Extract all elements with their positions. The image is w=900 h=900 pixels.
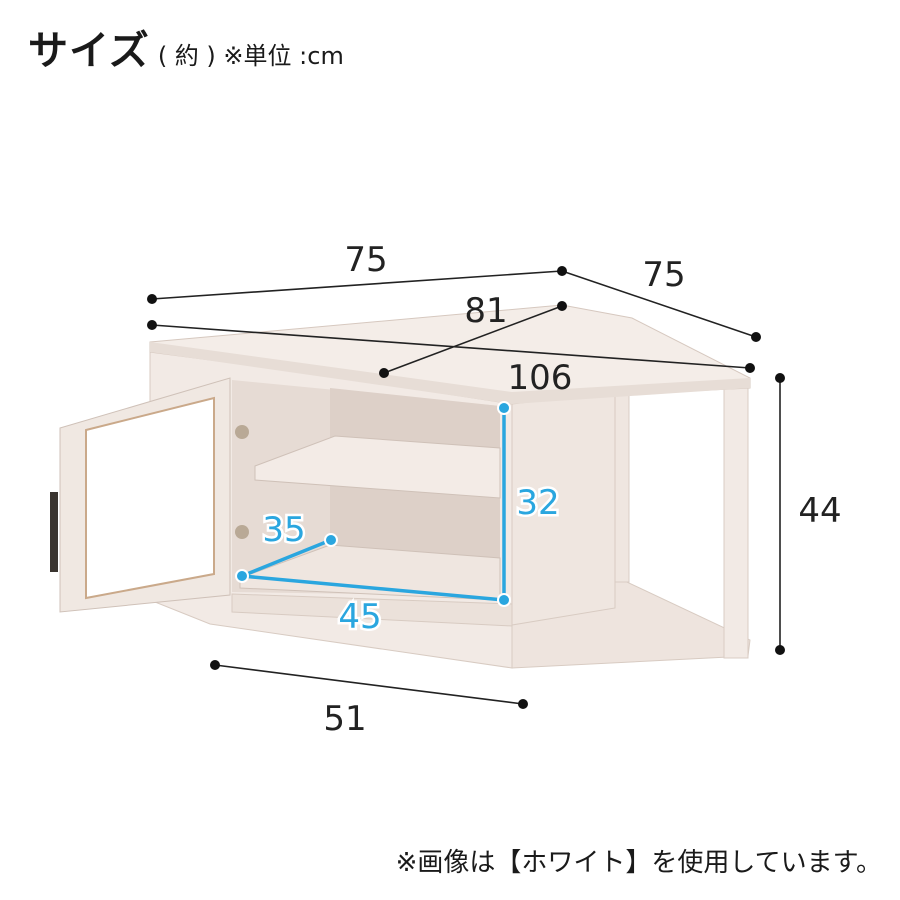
- dot: [751, 332, 761, 342]
- dot: [557, 301, 567, 311]
- dot: [557, 266, 567, 276]
- dim-line-top-width: [151, 270, 563, 300]
- image-note: ※画像は【ホワイト】を使用しています。: [395, 848, 882, 878]
- door-handle: [50, 492, 58, 572]
- dot: [147, 294, 157, 304]
- top-board-edge: [150, 342, 750, 404]
- middle-shelf: [254, 435, 501, 499]
- label-inner-width: 45: [338, 597, 381, 637]
- inner-line-width: [240, 574, 506, 602]
- label-inner-depth: 35: [262, 510, 305, 550]
- dot: [210, 660, 220, 670]
- dot: [379, 368, 389, 378]
- label-height: 44: [798, 491, 841, 531]
- label-top-width: 75: [344, 240, 387, 280]
- corner-tv-cabinet: [50, 304, 751, 669]
- label-total-width: 106: [508, 358, 573, 398]
- door-glass: [85, 396, 215, 600]
- dim-line-diagonal-depth: [383, 305, 563, 374]
- plinth: [231, 593, 513, 627]
- inner-dimension-dots: [235, 401, 511, 607]
- page-title: サイズ: [28, 28, 150, 74]
- dot: [497, 593, 511, 607]
- dim-line-side-depth: [561, 270, 757, 338]
- dot: [235, 569, 249, 583]
- bottom-shelf: [239, 544, 501, 601]
- label-side-depth: 75: [642, 255, 685, 295]
- dot: [324, 533, 338, 547]
- dot: [147, 320, 157, 330]
- unit-note: ( 約 ) ※単位 :cm: [157, 42, 344, 70]
- right-leg-back: [614, 391, 630, 583]
- label-front-width: 51: [323, 699, 366, 739]
- header: サイズ ( 約 ) ※単位 :cm: [28, 18, 344, 76]
- dot: [497, 401, 511, 415]
- dot: [775, 373, 785, 383]
- dim-line-total-width: [151, 324, 751, 369]
- inner-dimension-lines: [240, 406, 506, 602]
- inner-line-depth: [240, 538, 333, 578]
- label-diagonal-depth: 81: [464, 291, 507, 331]
- dim-line-front-width: [214, 664, 524, 705]
- dot: [775, 645, 785, 655]
- hinge-top: [235, 425, 249, 439]
- hinge-bottom: [235, 525, 249, 539]
- outer-dimension-lines: [151, 270, 781, 705]
- label-inner-height: 32: [516, 483, 559, 523]
- dot: [518, 699, 528, 709]
- right-leg-front: [723, 381, 749, 659]
- dot: [745, 363, 755, 373]
- outer-dimension-dots: [147, 266, 785, 709]
